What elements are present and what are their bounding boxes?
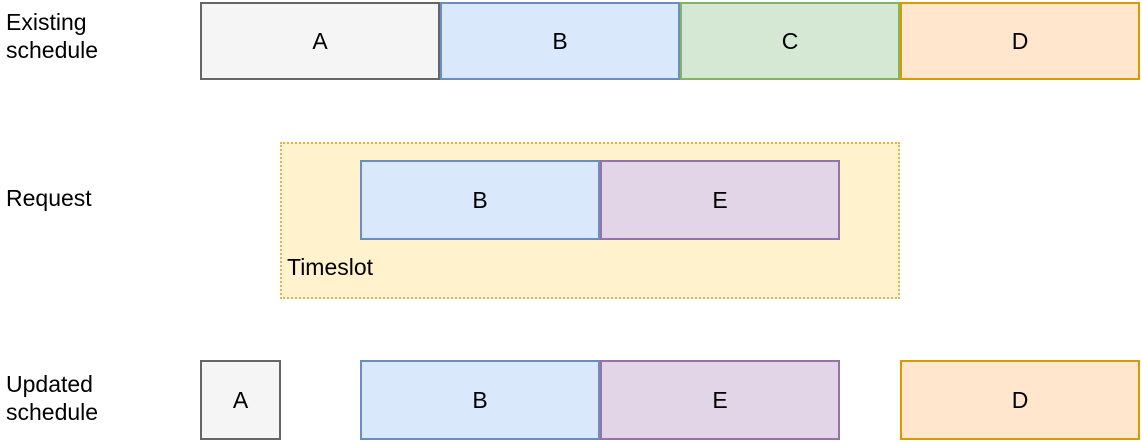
request-block-e: E xyxy=(600,160,840,240)
updated-block-a: A xyxy=(200,360,281,440)
existing-schedule-label-line1: Existing xyxy=(6,9,87,35)
updated-schedule-label: Updated schedule xyxy=(6,370,98,426)
updated-schedule-label-line2: schedule xyxy=(6,399,99,425)
existing-block-c: C xyxy=(680,2,900,80)
existing-block-d: D xyxy=(900,2,1140,80)
updated-block-d: D xyxy=(900,360,1140,440)
existing-schedule-label: Existing schedule xyxy=(6,8,98,64)
request-block-b: B xyxy=(360,160,600,240)
existing-block-a: A xyxy=(200,2,440,80)
existing-schedule-label-line2: schedule xyxy=(6,37,99,63)
updated-block-b: B xyxy=(360,360,600,440)
request-label: Request xyxy=(6,184,92,212)
updated-block-e: E xyxy=(600,360,840,440)
updated-schedule-label-line1: Updated xyxy=(6,371,93,397)
request-label-line1: Request xyxy=(6,185,92,211)
timeslot-label: Timeslot xyxy=(287,254,374,280)
existing-block-b: B xyxy=(440,2,680,80)
